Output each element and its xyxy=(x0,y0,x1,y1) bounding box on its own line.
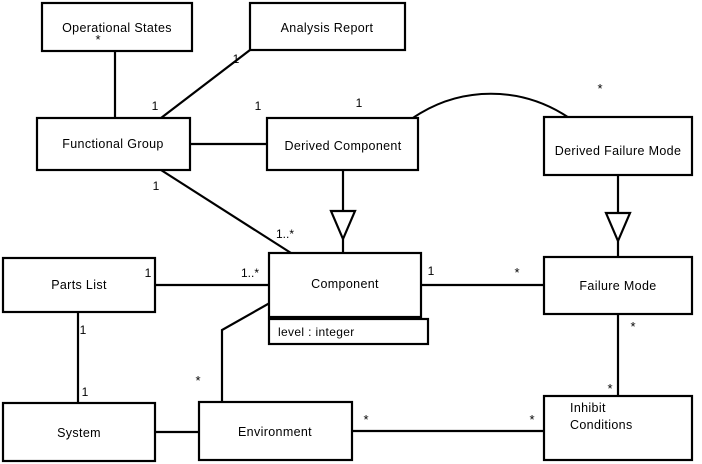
class-label-inhibit-conditions-line2: Conditions xyxy=(570,418,633,432)
class-rect-failure-mode xyxy=(542,255,694,316)
multiplicity-parts-list-one: 1 xyxy=(145,266,152,280)
multiplicity-arc-derived-component-one: 1 xyxy=(356,96,363,110)
generalization-arrow-component-icon xyxy=(329,209,357,242)
multiplicity-environment-inhibit-star: * xyxy=(363,412,368,427)
class-attribute-component-level: level : integer xyxy=(278,325,355,339)
class-rect-component-attributes xyxy=(267,317,430,346)
multiplicity-functional-group-operational-states-one: 1 xyxy=(152,99,159,113)
class-box-system[interactable]: System xyxy=(1,401,157,463)
generalization-arrow-failure-mode-icon xyxy=(604,211,632,244)
multiplicity-operational-states-star: * xyxy=(95,32,100,47)
class-label-inhibit-conditions-line1: Inhibit xyxy=(570,401,606,415)
class-rect-analysis-report xyxy=(248,1,407,52)
class-rect-environment xyxy=(197,400,354,462)
class-box-environment[interactable]: Environment xyxy=(197,400,354,462)
class-label-operational-states: Operational States xyxy=(62,21,172,35)
class-box-failure-mode[interactable]: Failure Mode xyxy=(542,255,694,316)
multiplicity-inhibit-failure-mode-star: * xyxy=(607,381,612,396)
class-rect-functional-group xyxy=(35,116,192,172)
class-rect-derived-failure-mode xyxy=(542,115,694,177)
class-label-component: Component xyxy=(311,277,379,291)
class-label-environment: Environment xyxy=(238,425,312,439)
class-box-derived-component[interactable]: Derived Component xyxy=(265,116,420,172)
class-rect-system xyxy=(1,401,157,463)
connection-functional-group-component xyxy=(160,169,292,254)
class-box-derived-failure-mode[interactable]: Derived Failure Mode xyxy=(542,115,694,177)
class-label-derived-failure-mode: Derived Failure Mode xyxy=(555,144,682,158)
class-rect-inhibit-conditions xyxy=(542,394,694,462)
multiplicity-arc-derived-failure-mode-star: * xyxy=(597,81,602,96)
multiplicity-parts-list-system-one: 1 xyxy=(80,323,87,337)
multiplicity-functional-group-component-many: 1..* xyxy=(276,227,294,241)
class-box-operational-states[interactable]: Operational States xyxy=(40,1,194,53)
class-label-system: System xyxy=(57,426,101,440)
multiplicity-derived-component-one: 1 xyxy=(255,99,262,113)
class-box-inhibit-conditions[interactable]: Inhibit Conditions xyxy=(542,394,694,462)
multiplicity-failure-mode-inhibit-star: * xyxy=(630,319,635,334)
connection-analysis-report-functional-group xyxy=(160,49,251,119)
class-label-functional-group: Functional Group xyxy=(62,137,164,151)
class-label-parts-list: Parts List xyxy=(51,278,107,292)
multiplicity-environment-component-star: * xyxy=(195,373,200,388)
class-box-functional-group[interactable]: Functional Group xyxy=(35,116,192,172)
multiplicity-component-failure-mode-one: 1 xyxy=(428,264,435,278)
class-rect-component xyxy=(267,251,423,319)
multiplicity-failure-mode-star: * xyxy=(514,265,519,280)
multiplicity-system-parts-list-one: 1 xyxy=(82,385,89,399)
class-box-parts-list[interactable]: Parts List xyxy=(1,256,157,314)
class-box-component[interactable]: level : integer Component xyxy=(267,251,430,346)
class-rect-derived-component xyxy=(265,116,420,172)
class-label-derived-component: Derived Component xyxy=(284,139,401,153)
multiplicity-analysis-report-one: 1 xyxy=(233,52,240,66)
multiplicity-inhibit-environment-star: * xyxy=(529,412,534,427)
class-rect-parts-list xyxy=(1,256,157,314)
class-rect-operational-states xyxy=(40,1,194,53)
multiplicity-functional-group-component-one: 1 xyxy=(153,179,160,193)
class-label-analysis-report: Analysis Report xyxy=(281,21,374,35)
multiplicity-parts-list-component-many: 1..* xyxy=(241,266,259,280)
class-box-analysis-report[interactable]: Analysis Report xyxy=(248,1,407,52)
class-label-failure-mode: Failure Mode xyxy=(579,279,656,293)
